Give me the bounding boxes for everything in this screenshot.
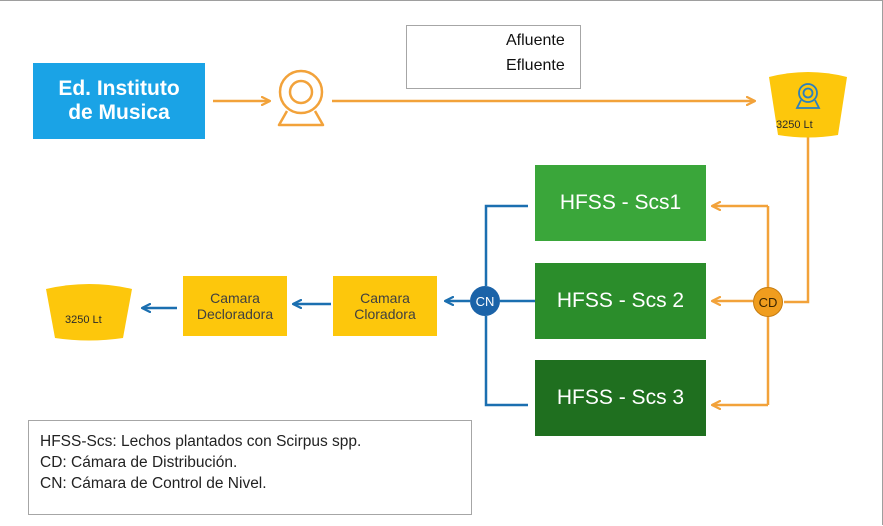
hfss-scs1-box: HFSS - Scs1: [535, 165, 706, 241]
note-line: CN: Cámara de Control de Nivel.: [40, 475, 267, 492]
camara-decloradora-box: Camara Decloradora: [183, 276, 287, 336]
camera-icon: [277, 69, 325, 127]
tank-icon: [46, 284, 132, 341]
tank-top-label: 3250 Lt: [776, 119, 813, 131]
note-line: CD: Cámara de Distribución.: [40, 454, 238, 471]
cn-node: CN: [470, 286, 500, 316]
legend-box: [406, 25, 581, 89]
flow-tank-to-cd: [784, 137, 810, 304]
notes-box: HFSS-Scs: Lechos plantados con Scirpus s…: [28, 420, 472, 515]
hfss-scs2-box: HFSS - Scs 2: [535, 263, 706, 339]
legend-efluente-label: Efluente: [506, 57, 565, 74]
tank-icon: [769, 72, 847, 138]
legend-afluente-label: Afluente: [506, 32, 565, 49]
note-line: HFSS-Scs: Lechos plantados con Scirpus s…: [40, 433, 362, 450]
camara-cloradora-box: Camara Cloradora: [333, 276, 437, 336]
flow-hfss1-to-cn: [484, 204, 528, 286]
source-building-box: Ed. Instituto de Musica: [33, 63, 205, 139]
tank-left-label: 3250 Lt: [65, 314, 102, 326]
flow-hfss3-to-cn: [484, 316, 528, 407]
hfss-scs3-box: HFSS - Scs 3: [535, 360, 706, 436]
cd-node: CD: [753, 287, 783, 317]
